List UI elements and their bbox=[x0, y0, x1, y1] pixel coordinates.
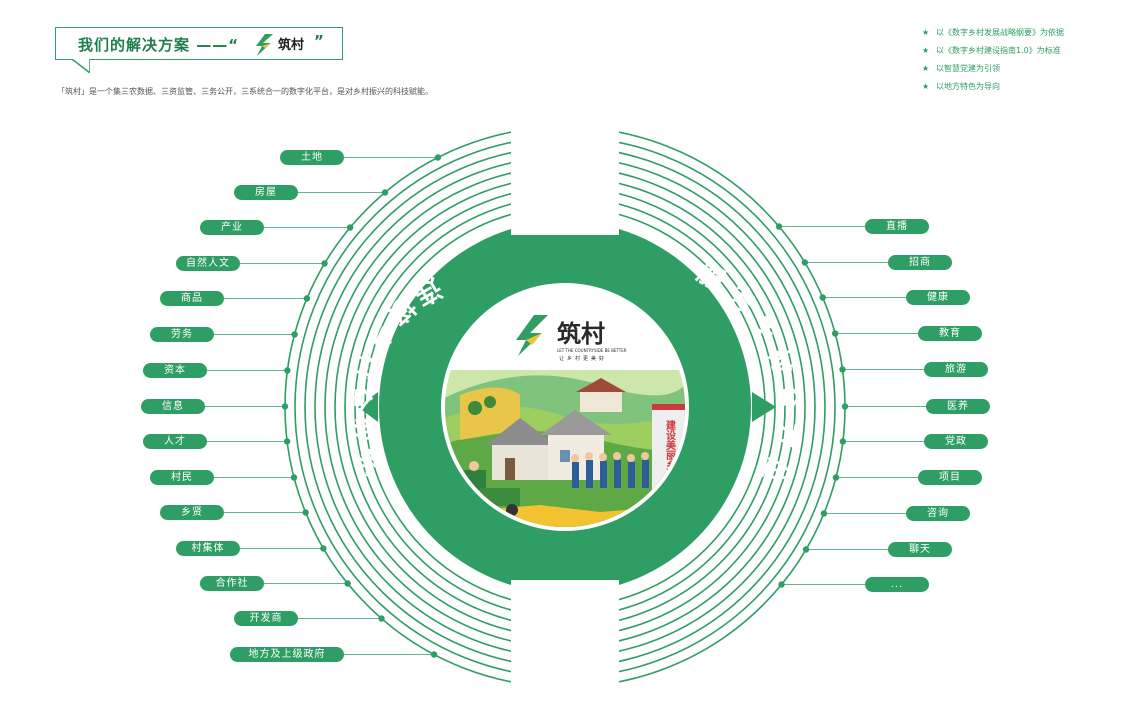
connector-dot bbox=[291, 474, 297, 480]
right-item-health: 健康 bbox=[906, 290, 970, 305]
right-item-party-govt: 党政 bbox=[924, 434, 988, 449]
connector-dot bbox=[776, 223, 782, 229]
left-item-villagers: 村民 bbox=[150, 470, 214, 485]
right-item-tourism: 旅游 bbox=[924, 362, 988, 377]
right-item-projects: 项目 bbox=[918, 470, 982, 485]
connector-dot bbox=[304, 295, 310, 301]
left-item-housing: 房屋 bbox=[234, 185, 298, 200]
logo-tagline-en: LET THE COUNTRYSIDE BE BETTER bbox=[557, 348, 627, 353]
right-item-elderly-care: 医养 bbox=[926, 399, 990, 414]
connector-dot bbox=[282, 403, 288, 409]
left-item-talent: 人才 bbox=[143, 434, 207, 449]
connector-dot bbox=[842, 403, 848, 409]
connector-dot bbox=[821, 510, 827, 516]
connector-dot bbox=[302, 509, 308, 515]
right-item-consulting: 咨询 bbox=[906, 506, 970, 521]
right-item-education: 教育 bbox=[918, 326, 982, 341]
ring-top-gap bbox=[511, 215, 619, 235]
connector-dot bbox=[435, 154, 441, 160]
left-item-industry: 产业 bbox=[200, 220, 264, 235]
right-item-more: ... bbox=[865, 577, 929, 592]
connector-dot bbox=[378, 615, 384, 621]
connector-dot bbox=[839, 366, 845, 372]
left-item-gentry: 乡贤 bbox=[160, 505, 224, 520]
connector-dot bbox=[320, 545, 326, 551]
connector-dot bbox=[803, 546, 809, 552]
left-item-government: 地方及上级政府 bbox=[230, 647, 344, 662]
left-item-collective: 村集体 bbox=[176, 541, 240, 556]
connector-dot bbox=[321, 260, 327, 266]
connector-dot bbox=[820, 294, 826, 300]
left-item-labor: 劳务 bbox=[150, 327, 214, 342]
left-item-developer: 开发商 bbox=[234, 611, 298, 626]
connector-dot bbox=[431, 651, 437, 657]
logo-text: 筑村 bbox=[557, 320, 605, 348]
connector-dot bbox=[802, 259, 808, 265]
connector-dot bbox=[284, 367, 290, 373]
left-item-goods: 商品 bbox=[160, 291, 224, 306]
left-item-land: 土地 bbox=[280, 150, 344, 165]
connector-dot bbox=[778, 581, 784, 587]
logo-tagline-cn: 让乡村更美好 bbox=[559, 355, 607, 362]
left-item-capital: 资本 bbox=[143, 363, 207, 378]
connector-dot bbox=[284, 438, 290, 444]
right-item-investment: 招商 bbox=[888, 255, 952, 270]
connector-dot bbox=[833, 474, 839, 480]
connector-dot bbox=[347, 224, 353, 230]
connector-dot bbox=[344, 580, 350, 586]
connector-dot bbox=[382, 189, 388, 195]
ring-bottom-gap bbox=[511, 580, 619, 600]
left-item-information: 信息 bbox=[141, 399, 205, 414]
left-item-cooperative: 合作社 bbox=[200, 576, 264, 591]
left-item-nature-culture: 自然人文 bbox=[176, 256, 240, 271]
connector-dot bbox=[291, 331, 297, 337]
connector-dot bbox=[832, 330, 838, 336]
right-item-livestream: 直播 bbox=[865, 219, 929, 234]
connector-dot bbox=[840, 438, 846, 444]
right-item-chat: 聊天 bbox=[888, 542, 952, 557]
